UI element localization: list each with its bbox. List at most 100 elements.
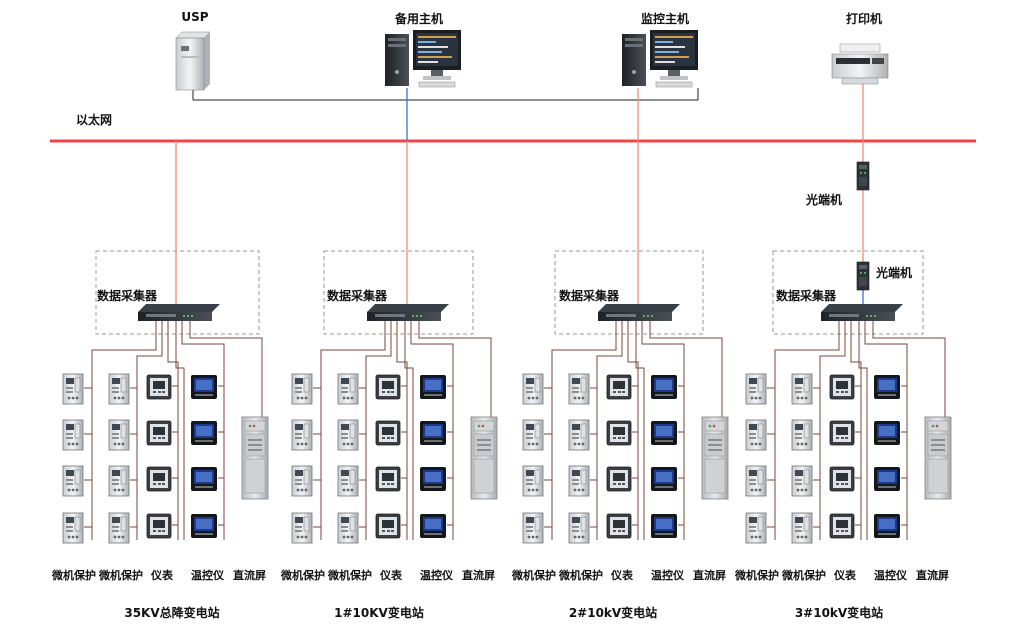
temperature-controller-icon: [191, 421, 217, 445]
dc-cabinet-icon: [470, 416, 498, 500]
device-type-label: 仪表: [611, 569, 633, 582]
backup-host-label: 备用主机: [394, 12, 444, 26]
optical-terminal-station-label: 光端机: [876, 266, 913, 280]
dc-cabinet-icon: [924, 416, 952, 500]
data-collector-icon: [821, 304, 903, 321]
device-type-label: 微机保护: [512, 569, 556, 582]
protection-relay-icon: [108, 512, 130, 544]
temperature-controller-icon: [874, 421, 900, 445]
ups-icon: [175, 31, 211, 91]
protection-relay-icon: [791, 512, 813, 544]
device-type-label: 微机保护: [328, 569, 372, 582]
meter-icon: [375, 513, 401, 539]
meter-icon: [606, 513, 632, 539]
protection-relay-icon: [745, 419, 767, 451]
station-name-label: 1#10KV变电站: [334, 606, 424, 620]
protection-relay-icon: [291, 373, 313, 405]
meter-icon: [375, 374, 401, 400]
station-group: [291, 250, 498, 544]
station-dashed-box: [95, 250, 260, 335]
protection-relay-icon: [791, 373, 813, 405]
protection-relay-icon: [108, 373, 130, 405]
temperature-controller-icon: [420, 467, 446, 491]
protection-relay-icon: [522, 373, 544, 405]
device-type-label: 直流屏: [233, 569, 266, 582]
data-collector-label: 数据采集器: [97, 289, 158, 303]
data-collector-label: 数据采集器: [327, 289, 388, 303]
meter-icon: [829, 513, 855, 539]
device-type-label: 直流屏: [916, 569, 949, 582]
protection-relay-icon: [108, 465, 130, 497]
ethernet-label: 以太网: [76, 113, 113, 127]
device-type-label: 微机保护: [99, 569, 143, 582]
meter-icon: [829, 466, 855, 492]
meter-icon: [146, 466, 172, 492]
device-type-label: 温控仪: [420, 569, 453, 582]
data-collector-icon: [138, 304, 220, 321]
device-type-label: 微机保护: [559, 569, 603, 582]
protection-relay-icon: [522, 419, 544, 451]
meter-icon: [375, 466, 401, 492]
station-dashed-box: [772, 250, 924, 335]
station-name-label: 3#10kV变电站: [794, 606, 884, 620]
optical-terminal-station-icon: [856, 261, 870, 291]
protection-relay-icon: [62, 373, 84, 405]
protection-relay-icon: [337, 419, 359, 451]
meter-icon: [829, 374, 855, 400]
device-type-label: 仪表: [834, 569, 856, 582]
meter-icon: [606, 374, 632, 400]
device-type-label: 直流屏: [462, 569, 495, 582]
protection-relay-icon: [62, 419, 84, 451]
temperature-controller-icon: [191, 375, 217, 399]
data-collector-icon: [598, 304, 680, 321]
protection-relay-icon: [337, 373, 359, 405]
station-group: [62, 250, 269, 544]
dc-cabinet-icon: [701, 416, 729, 500]
station-name-label: 35KV总降变电站: [124, 606, 220, 620]
backup-host-icon: [384, 29, 462, 88]
printer-icon: [831, 43, 889, 85]
protection-relay-icon: [568, 373, 590, 405]
protection-relay-icon: [62, 465, 84, 497]
protection-relay-icon: [291, 512, 313, 544]
protection-relay-icon: [791, 419, 813, 451]
temperature-controller-icon: [420, 514, 446, 538]
protection-relay-icon: [522, 512, 544, 544]
dc-cabinet-icon: [241, 416, 269, 500]
data-collector-label: 数据采集器: [776, 289, 837, 303]
temperature-controller-icon: [191, 467, 217, 491]
device-type-label: 仪表: [151, 569, 173, 582]
meter-icon: [146, 513, 172, 539]
device-type-label: 微机保护: [782, 569, 826, 582]
meter-icon: [375, 420, 401, 446]
temperature-controller-icon: [651, 375, 677, 399]
device-type-label: 温控仪: [651, 569, 684, 582]
protection-relay-icon: [745, 465, 767, 497]
protection-relay-icon: [568, 419, 590, 451]
monitor-host-icon: [621, 29, 699, 88]
station-group: [522, 250, 729, 544]
protection-relay-icon: [745, 512, 767, 544]
temperature-controller-icon: [651, 467, 677, 491]
temperature-controller-icon: [874, 514, 900, 538]
protection-relay-icon: [291, 465, 313, 497]
device-type-label: 微机保护: [735, 569, 779, 582]
device-type-label: 微机保护: [52, 569, 96, 582]
temperature-controller-icon: [420, 421, 446, 445]
ups-label: USP: [181, 10, 209, 24]
device-type-label: 温控仪: [191, 569, 224, 582]
meter-icon: [146, 374, 172, 400]
device-type-label: 仪表: [380, 569, 402, 582]
protection-relay-icon: [108, 419, 130, 451]
station-dashed-box: [554, 250, 704, 335]
temperature-controller-icon: [420, 375, 446, 399]
temperature-controller-icon: [651, 514, 677, 538]
protection-relay-icon: [568, 465, 590, 497]
meter-icon: [829, 420, 855, 446]
optical-terminal-top-label: 光端机: [806, 193, 843, 207]
protection-relay-icon: [62, 512, 84, 544]
data-collector-label: 数据采集器: [559, 289, 620, 303]
station-group: [745, 250, 952, 544]
monitor-host-label: 监控主机: [640, 12, 690, 26]
temperature-controller-icon: [874, 467, 900, 491]
